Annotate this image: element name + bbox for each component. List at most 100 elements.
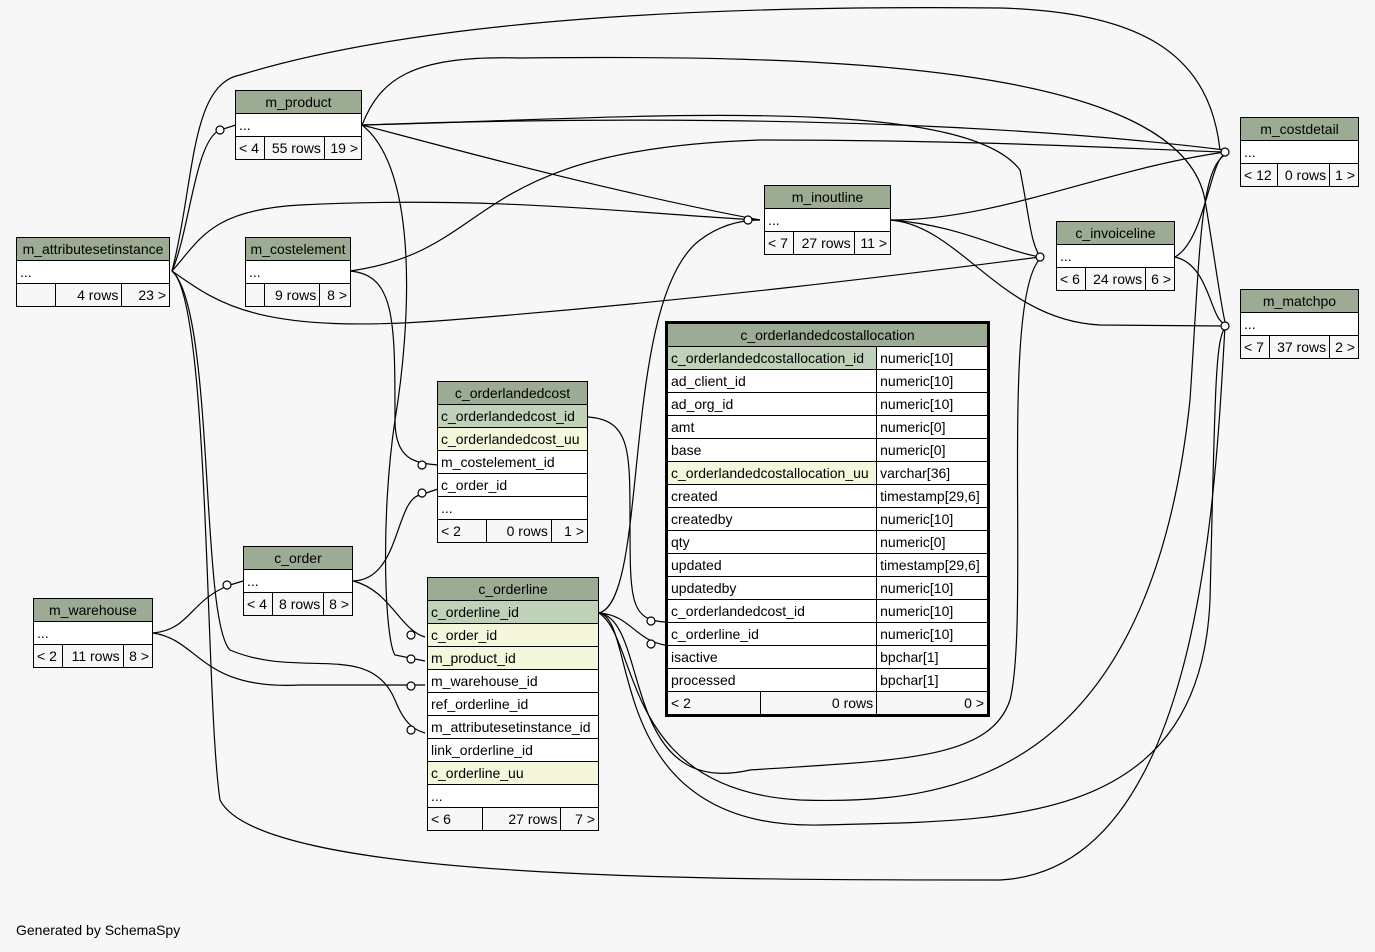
table-c-order[interactable]: c_order ... < 4 8 rows 8 > [243,546,353,616]
edge-asi-inoutline [171,201,761,272]
children-count[interactable]: 1 > [550,519,589,543]
table-title[interactable]: m_costdetail [1240,117,1359,141]
parents-count[interactable]: < 6 [427,807,483,831]
column-name[interactable]: processed [665,668,878,692]
foreign-key-column[interactable]: c_orderline_id [665,622,878,646]
table-title[interactable]: m_matchpo [1240,289,1359,313]
column-name[interactable]: ad_org_id [665,392,878,416]
table-m-warehouse[interactable]: m_warehouse ... < 2 11 rows 8 > [32,598,154,668]
column-row[interactable]: ref_orderline_id [427,692,599,716]
primary-key-column[interactable]: c_orderlandedcost_id [437,404,588,428]
children-count[interactable]: 2 > [1329,335,1359,359]
children-count[interactable]: 23 > [121,283,170,307]
parents-count[interactable]: < 4 [243,592,273,616]
table-title[interactable]: m_costelement [245,237,351,261]
parents-count[interactable]: < 7 [1240,335,1270,359]
column-name[interactable]: updated [665,553,878,577]
row-count: 0 rows [1277,163,1331,187]
table-m-product[interactable]: m_product ... < 4 55 rows 19 > [235,90,363,160]
marker [406,654,416,664]
marker [743,215,753,225]
table-m-matchpo[interactable]: m_matchpo ... < 7 37 rows 2 > [1240,289,1359,359]
column-name[interactable]: qty [665,530,878,554]
row-count: 27 rows [793,231,855,255]
children-count[interactable]: 6 > [1145,267,1175,291]
edge-order-olc [352,488,439,582]
edge-olc-alloc [587,416,666,623]
foreign-key-column[interactable]: c_order_id [437,473,588,497]
column-name[interactable]: isactive [665,645,878,669]
marker [215,125,225,135]
column-name[interactable]: createdby [665,507,878,531]
children-count[interactable]: 11 > [853,231,892,255]
children-count[interactable]: 7 > [560,807,599,831]
table-m-costelement[interactable]: m_costelement ... 9 rows 8 > [245,237,351,307]
parents-count[interactable]: < 4 [235,136,265,160]
edge-costelement-costdetail [349,139,1226,272]
table-title[interactable]: c_orderlandedcost [437,381,588,405]
parents-count[interactable] [245,283,265,307]
foreign-key-column[interactable]: c_order_id [427,623,599,647]
column-name[interactable]: ad_client_id [665,369,878,393]
edge-invoiceline-matchpo [1174,256,1226,325]
unique-column[interactable]: c_orderline_uu [427,761,599,785]
parents-count[interactable]: < 7 [763,231,795,255]
edge-inoutline-invoiceline [889,219,1041,258]
column-name[interactable]: base [665,438,878,462]
table-title[interactable]: c_invoiceline [1056,221,1175,245]
edge-costelement-olc [349,270,439,466]
parents-count[interactable]: < 12 [1239,163,1279,187]
table-m-costdetail[interactable]: m_costdetail ... < 12 0 rows 1 > [1239,117,1359,187]
column-row: ... [243,569,353,593]
column-type: timestamp[29,6] [876,553,989,577]
column-name[interactable]: created [665,484,878,508]
unique-column[interactable]: c_orderlandedcost_uu [437,427,588,451]
table-title[interactable]: c_order [243,546,353,570]
children-count[interactable]: 19 > [323,136,363,160]
children-count[interactable]: 8 > [323,592,353,616]
column-name[interactable]: amt [665,415,878,439]
foreign-key-column[interactable]: m_warehouse_id [427,669,599,693]
foreign-key-column[interactable]: c_orderlandedcost_id [665,599,878,623]
column-name[interactable]: updatedby [665,576,878,600]
column-row[interactable]: link_orderline_id [427,738,599,762]
table-title[interactable]: c_orderlandedcostallocation [666,322,989,347]
table-c-orderline[interactable]: c_orderline c_orderline_id c_order_id m_… [427,577,599,831]
primary-key-column[interactable]: c_orderline_id [427,600,599,624]
edge-orderline-costdetail [598,154,1226,802]
table-m-attributesetinstance[interactable]: m_attributesetinstance ... 4 rows 23 > [16,237,170,307]
foreign-key-column[interactable]: m_product_id [427,646,599,670]
table-c-invoiceline[interactable]: c_invoiceline ... < 6 24 rows 6 > [1056,221,1175,291]
edge-product-asi [171,124,237,272]
table-c-orderlandedcost[interactable]: c_orderlandedcost c_orderlandedcost_id c… [437,381,589,543]
parents-count[interactable]: < 6 [1056,267,1086,291]
unique-column[interactable]: c_orderlandedcostallocation_uu [665,461,878,485]
edge-invoiceline-costdetail [1174,153,1226,258]
parents-count[interactable] [16,283,56,307]
row-count: 4 rows [54,283,123,307]
table-title[interactable]: m_warehouse [33,598,153,622]
parents-count[interactable]: < 2 [666,691,761,716]
foreign-key-column[interactable]: m_attributesetinstance_id [427,715,599,739]
table-m-inoutline[interactable]: m_inoutline ... < 7 27 rows 11 > [763,185,892,255]
edge-asi-invoiceline [171,256,1041,325]
children-count[interactable]: 8 > [122,644,154,668]
marker [222,580,232,590]
primary-key-column[interactable]: c_orderlandedcostallocation_id [665,346,878,370]
row-count: 24 rows [1084,267,1147,291]
table-title[interactable]: c_orderline [427,577,599,601]
table-title[interactable]: m_product [235,90,362,114]
parents-count[interactable]: < 2 [437,519,487,543]
column-type: numeric[10] [876,599,989,623]
edge-order-orderline [352,580,426,638]
children-count[interactable]: 8 > [319,283,351,307]
table-title[interactable]: m_inoutline [764,185,891,209]
foreign-key-column[interactable]: m_costelement_id [437,450,588,474]
parents-count[interactable]: < 2 [32,644,64,668]
table-c-orderlandedcostallocation[interactable]: c_orderlandedcostallocation c_orderlande… [665,321,990,717]
children-count[interactable]: 0 > [876,691,989,716]
column-type: varchar[36] [876,461,989,485]
children-count[interactable]: 1 > [1329,163,1359,187]
table-title[interactable]: m_attributesetinstance [16,237,170,261]
